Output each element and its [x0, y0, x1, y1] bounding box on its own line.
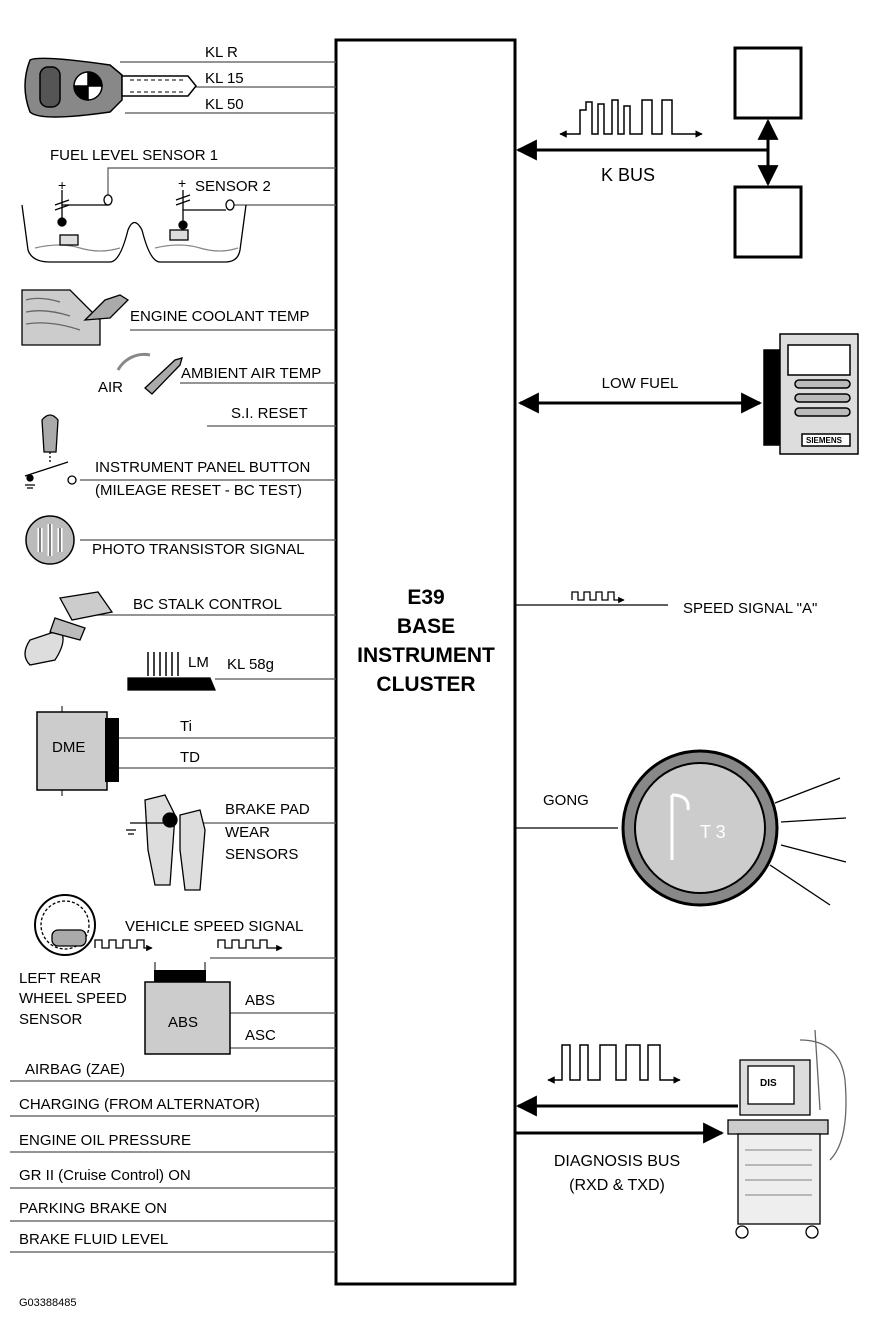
label-speed-a: SPEED SIGNAL "A" [683, 600, 818, 617]
label-brake-pad-3: SENSORS [225, 846, 299, 863]
label-t3: T 3 [700, 822, 726, 842]
fuel-tank: + + [21, 175, 247, 263]
label-gong: GONG [543, 792, 589, 809]
label-lr-1: LEFT REAR [19, 970, 102, 987]
label-lr-2: WHEEL SPEED [19, 990, 127, 1007]
label-td: TD [180, 749, 200, 766]
dme-box [36, 706, 119, 796]
label-charging: CHARGING (FROM ALTERNATOR) [19, 1096, 260, 1113]
cluster-line-2: BASE [396, 615, 456, 638]
cluster-line-4: CLUSTER [376, 673, 476, 696]
label-vss: VEHICLE SPEED SIGNAL [125, 918, 304, 935]
label-oil: ENGINE OIL PRESSURE [19, 1132, 191, 1149]
dis-tester [727, 1029, 847, 1239]
label-asc: ASC [245, 1027, 276, 1044]
ecu-module [517, 333, 859, 455]
label-airbag: AIRBAG (ZAE) [25, 1061, 126, 1078]
label-brake-pad-1: BRAKE PAD [225, 801, 310, 818]
brake-pads [126, 794, 206, 891]
label-si-reset: S.I. RESET [231, 405, 308, 422]
label-photo: PHOTO TRANSISTOR SIGNAL [92, 541, 305, 558]
gong-speaker [515, 749, 847, 907]
vss-pulses [94, 939, 283, 952]
label-kl-15: KL 15 [205, 70, 244, 87]
input-lines [10, 61, 336, 1253]
label-kl-r: KL R [205, 44, 238, 61]
label-lm: LM [188, 654, 209, 671]
label-abs: ABS [245, 992, 276, 1009]
svg-text:+: + [58, 177, 66, 193]
speed-signal-a [515, 591, 668, 606]
label-parking: PARKING BRAKE ON [19, 1200, 168, 1217]
label-dme: DME [52, 739, 86, 756]
photo-transistor [25, 515, 75, 565]
label-gr2: GR II (Cruise Control) ON [19, 1167, 191, 1184]
ambient-air-sensor [116, 352, 183, 395]
label-low-fuel: LOW FUEL [601, 375, 679, 392]
cluster-line-3: INSTRUMENT [357, 644, 495, 667]
abs-box [144, 962, 231, 1055]
label-brake-fluid: BRAKE FLUID LEVEL [19, 1231, 169, 1248]
label-brake-pad-2: WEAR [225, 824, 270, 841]
label-lr-3: SENSOR [19, 1011, 83, 1028]
diagnosis-bus [515, 1044, 738, 1144]
cluster-title: E39 BASE INSTRUMENT CLUSTER [338, 583, 514, 699]
label-kl58g: KL 58g [227, 656, 274, 673]
label-coolant: ENGINE COOLANT TEMP [130, 308, 310, 325]
label-bc-stalk: BC STALK CONTROL [133, 596, 282, 613]
label-siemens: SIEMENS [806, 436, 843, 445]
label-sensor-2: SENSOR 2 [195, 178, 271, 195]
lm-bar [127, 652, 216, 691]
label-ambient: AMBIENT AIR TEMP [181, 365, 322, 382]
label-fuel-sensor-1: FUEL LEVEL SENSOR 1 [50, 147, 219, 164]
label-diag-1: DIAGNOSIS BUS [553, 1153, 681, 1170]
label-kl-50: KL 50 [205, 96, 244, 113]
wheel-sensor [34, 894, 96, 956]
label-abs-box: ABS [168, 1014, 199, 1031]
label-air: AIR [98, 379, 124, 396]
label-dis: DIS [760, 1078, 777, 1089]
label-diag-2: (RXD & TXD) [569, 1177, 665, 1194]
coolant-sensor [21, 289, 130, 346]
cluster-box [334, 38, 517, 1286]
label-ip-button: INSTRUMENT PANEL BUTTON [95, 459, 311, 476]
kbus-modules [515, 46, 803, 259]
svg-text:+: + [178, 175, 186, 191]
label-ti: Ti [180, 718, 192, 735]
label-kbus: K BUS [600, 165, 656, 185]
bc-stalk [24, 591, 114, 666]
label-ip-button-sub: (MILEAGE RESET - BC TEST) [95, 482, 302, 499]
cluster-line-1: E39 [407, 586, 445, 609]
figure-id: G03388485 [19, 1297, 77, 1309]
panel-button [24, 414, 77, 489]
ignition-key [24, 57, 197, 118]
